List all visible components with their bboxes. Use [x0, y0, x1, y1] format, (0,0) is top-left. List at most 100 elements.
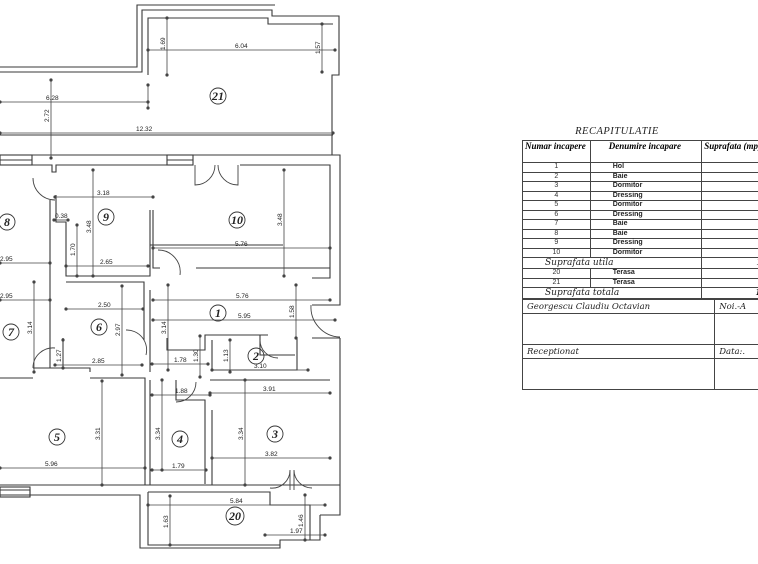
date-box: [714, 358, 758, 390]
door-arc: [194, 164, 216, 186]
dimension-labels: 6.04 1.69 1.57 6.28 2.72 12.32 3.18 0.38…: [0, 37, 322, 535]
dim-label: 1.78: [174, 357, 187, 364]
dimension-dot: [48, 298, 52, 302]
dim-label: 1.88: [175, 388, 188, 395]
dimension-dot: [53, 363, 57, 367]
dimension-dot: [198, 375, 202, 379]
dim-label: 5.76: [235, 241, 248, 248]
dim-label: 1.58: [289, 305, 296, 318]
room-8-label: 8: [0, 213, 16, 231]
dimension-dot: [206, 362, 210, 366]
useful-area-row: Suprafata utila 111.8: [521, 257, 758, 269]
room-number: 1: [522, 162, 591, 173]
room-3-label: 3: [266, 425, 284, 443]
room-21-label: 21: [209, 87, 227, 105]
svg-text:6: 6: [96, 320, 102, 334]
dimension-dot: [204, 468, 208, 472]
svg-text:4: 4: [176, 432, 183, 446]
room-name: Terasa: [589, 268, 703, 279]
dimension-dot: [320, 70, 324, 74]
dimension-dot: [208, 391, 212, 395]
dimension-dot: [210, 456, 214, 460]
room-name: Baie: [589, 228, 703, 239]
recap-header-row: Numar incapere Denumire incapare Suprafa…: [522, 140, 758, 163]
dimension-dot: [303, 538, 307, 542]
room-area: 20.0: [701, 247, 758, 258]
dimension-dot: [64, 264, 68, 268]
room-area: 44.4: [701, 277, 758, 288]
dimension-dot: [120, 284, 124, 288]
recap-title: RECAPITULATIE: [575, 126, 659, 137]
dimension-dot: [150, 393, 154, 397]
dim-label: 5.76: [236, 293, 249, 300]
dim-label: 1.70: [70, 243, 77, 256]
room-7-label: 7: [2, 323, 20, 341]
dim-label: 2.85: [92, 358, 105, 365]
room-area: 10.1: [701, 228, 758, 239]
dim-label: 5.95: [238, 313, 251, 320]
room-number: 3: [522, 181, 591, 192]
dim-label: 3.34: [238, 427, 245, 440]
dimension-dot: [61, 366, 65, 370]
dimension-dot: [146, 83, 150, 87]
room-5-label: 5: [48, 428, 66, 446]
svg-text:21: 21: [211, 89, 224, 103]
room-name: Dressing: [589, 209, 703, 220]
dimension-dot: [198, 334, 202, 338]
door-arc: [293, 469, 313, 490]
walls: [0, 4, 341, 549]
room-20-label: 20: [225, 506, 245, 526]
recap-row: 5Dormitor19.7: [522, 200, 758, 211]
dimension-dot: [210, 368, 214, 372]
dimension-dot: [228, 338, 232, 342]
room-number: 20: [522, 268, 591, 279]
dimension-dot: [52, 218, 56, 222]
room-area: 6.0: [701, 190, 758, 201]
dimension-dot: [333, 318, 337, 322]
total-area-row: Suprafata totala 165.4: [521, 287, 758, 299]
dimension-dot: [32, 280, 36, 284]
dimension-dot: [49, 78, 53, 82]
svg-text:1: 1: [215, 306, 221, 320]
dimension-dot: [328, 246, 332, 250]
dimension-dot: [294, 336, 298, 340]
recap-row: 4Dressing6.0: [522, 190, 758, 201]
room-number: 4: [522, 190, 591, 201]
dimension-dot: [328, 298, 332, 302]
dim-label: 3.82: [265, 451, 278, 458]
room-number: 7: [522, 219, 591, 230]
dim-label: 5.84: [230, 498, 243, 505]
dimension-dot: [282, 168, 286, 172]
dimension-dot: [160, 468, 164, 472]
dimension-dot: [243, 483, 247, 487]
dimension-dot: [32, 370, 36, 374]
room-area: 12.7: [701, 162, 758, 173]
dimension-dot: [146, 48, 150, 52]
dim-label: 0.38: [55, 213, 68, 220]
room-number: 2: [522, 171, 591, 182]
room-area: 19.7: [701, 200, 758, 211]
svg-text:7: 7: [8, 325, 15, 339]
dimension-dot: [146, 503, 150, 507]
useful-area-label: Suprafata utila: [521, 257, 703, 269]
dimension-dot: [120, 373, 124, 377]
room-area: 12.8: [701, 181, 758, 192]
svg-text:8: 8: [4, 215, 10, 229]
header-area: Suprafata (mp): [701, 140, 758, 163]
dim-label: 3.31: [95, 427, 102, 440]
dimension-dot: [168, 543, 172, 547]
doors: [32, 164, 341, 490]
door-arc: [32, 347, 56, 369]
dim-label: 3.48: [277, 213, 284, 226]
dimension-dots: [0, 16, 337, 547]
dimension-dot: [48, 261, 52, 265]
dimension-dot: [328, 391, 332, 395]
dimension-dot: [333, 48, 337, 52]
dimension-dot: [53, 195, 57, 199]
room-number: 9: [522, 238, 591, 249]
room-area: 9.1: [701, 219, 758, 230]
recap-row: 7Baie9.1: [522, 219, 758, 230]
room-2-label: 2: [247, 347, 265, 365]
dim-label: 1.30: [193, 349, 200, 362]
room-name: Dressing: [589, 190, 703, 201]
